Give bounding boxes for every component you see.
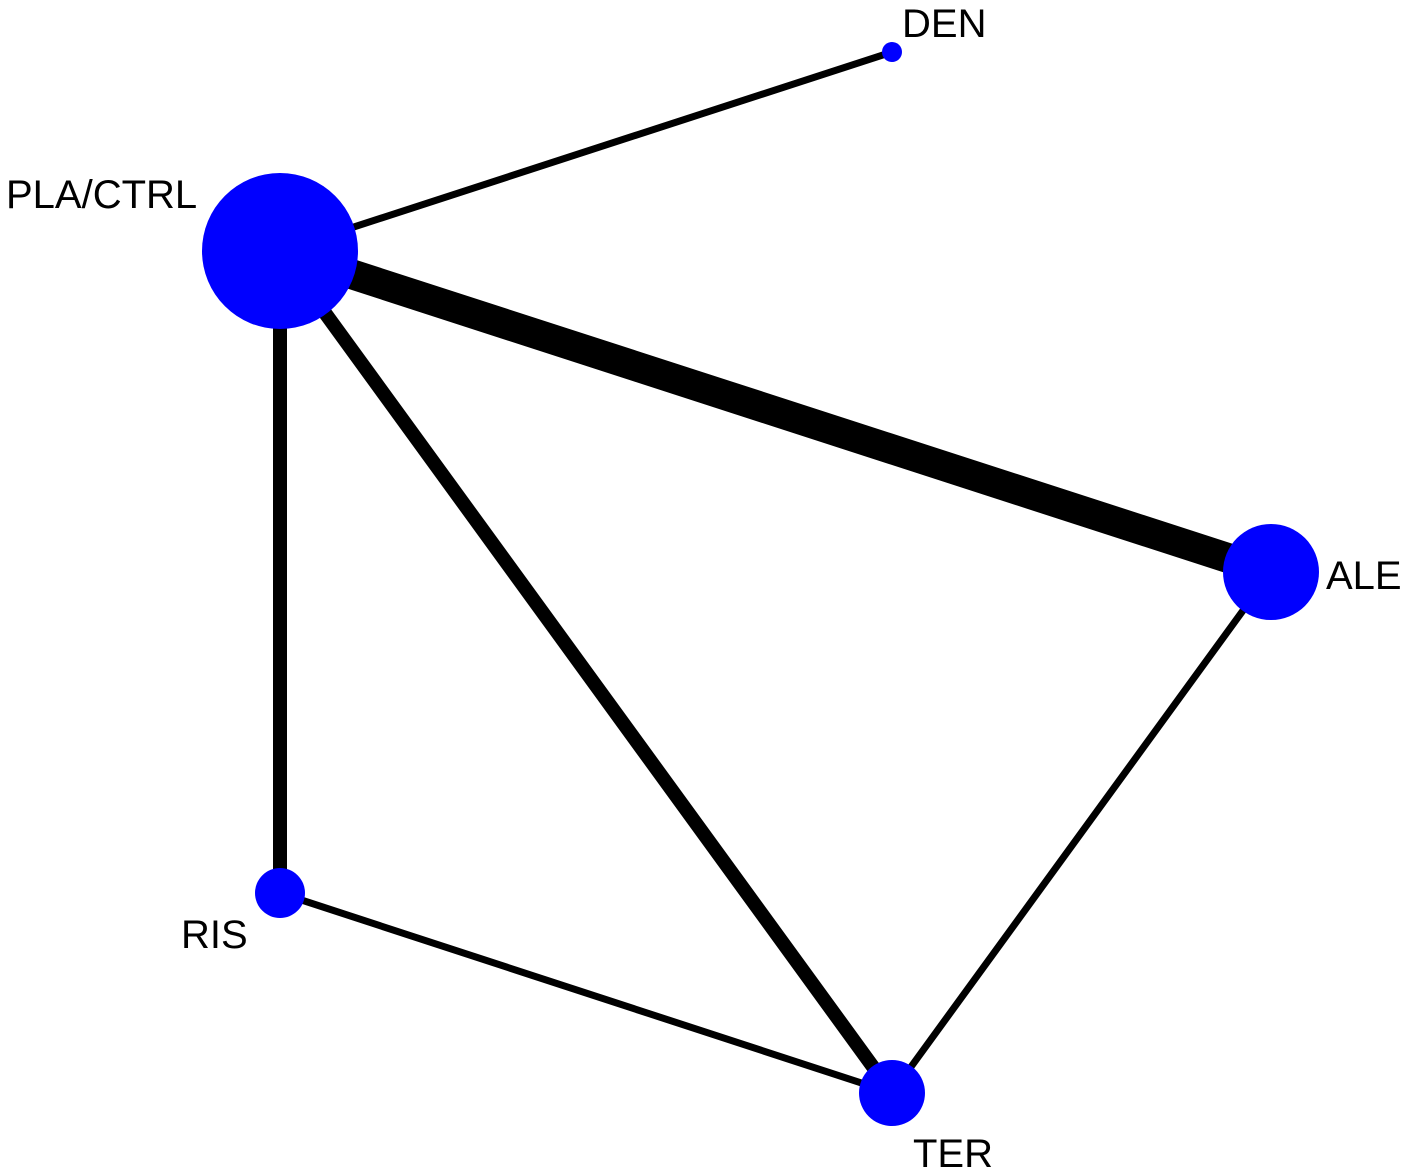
edge-ris-ter: [278, 889, 894, 1097]
edge-pla-ctrl-ter: [274, 246, 898, 1098]
node-den: [882, 42, 902, 62]
node-label-pla-ctrl: PLA/CTRL: [6, 173, 197, 217]
labels-group: PLA/CTRL DEN ALE RIS TER: [6, 2, 1402, 1175]
node-pla-ctrl: [202, 173, 358, 329]
edge-pla-ctrl-den: [278, 48, 894, 255]
edge-pla-ctrl-ale: [275, 236, 1276, 587]
node-ter: [859, 1060, 925, 1126]
node-label-ter: TER: [913, 1132, 993, 1175]
nodes-group: [202, 42, 1319, 1126]
node-ale: [1223, 524, 1319, 620]
node-label-ale: ALE: [1326, 554, 1402, 598]
node-ris: [255, 868, 305, 918]
edge-ale-ter: [889, 569, 1274, 1096]
node-label-ris: RIS: [181, 913, 248, 957]
node-label-den: DEN: [902, 2, 986, 46]
edges-group: [273, 48, 1276, 1098]
